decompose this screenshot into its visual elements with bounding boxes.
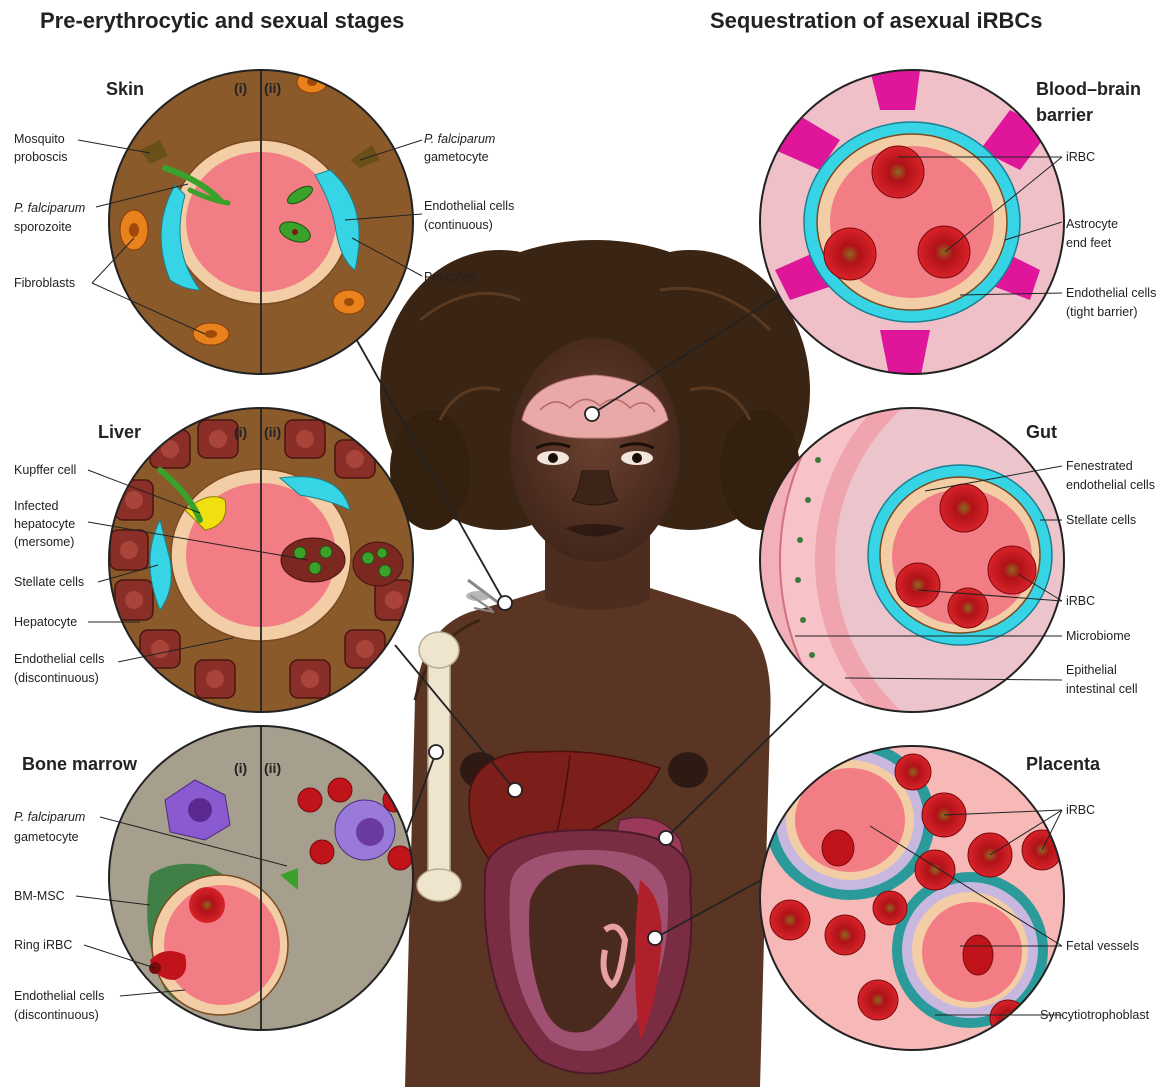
label-skin-endothelial-2: (continuous) (424, 217, 493, 233)
label-gut-irbc: iRBC (1066, 593, 1095, 609)
skin-panel (100, 60, 430, 390)
gut-panel (750, 300, 1171, 820)
label-infected-2: hepatocyte (14, 516, 75, 532)
label-liver-endothelial-2: (discontinuous) (14, 670, 99, 686)
label-epi-1: Epithelial (1066, 662, 1117, 678)
label-plac-irbc: iRBC (1066, 802, 1095, 818)
label-fibroblasts: Fibroblasts (14, 275, 75, 291)
label-infected-3: (mersome) (14, 534, 74, 550)
right-section-heading: Sequestration of asexual iRBCs (710, 8, 1043, 34)
bone-marrow-title: Bone marrow (22, 753, 137, 775)
bm-col-ii: (ii) (264, 760, 281, 776)
placenta-title: Placenta (1026, 753, 1100, 775)
label-fen-2: endothelial cells (1066, 477, 1155, 493)
liver-title: Liver (98, 421, 141, 443)
label-bbb-endo-2: (tight barrier) (1066, 304, 1138, 320)
label-astro-1: Astrocyte (1066, 216, 1118, 232)
skin-title: Skin (106, 78, 144, 100)
bm-col-i: (i) (234, 760, 247, 776)
label-skin-gametocyte-1: P. falciparum (424, 131, 495, 147)
label-bmmsc: BM-MSC (14, 888, 65, 904)
label-sporozoite-2: sporozoite (14, 219, 72, 235)
label-skin-endothelial-1: Endothelial cells (424, 198, 514, 214)
skin-col-i: (i) (234, 80, 247, 96)
label-fen-1: Fenestrated (1066, 458, 1133, 474)
bbb-title-line1: Blood–brain (1036, 78, 1141, 100)
label-bbb-irbc: iRBC (1066, 149, 1095, 165)
label-astro-2: end feet (1066, 235, 1111, 251)
label-bm-gametocyte-1: P. falciparum (14, 809, 85, 825)
label-bm-gametocyte-2: gametocyte (14, 829, 79, 845)
label-hepatocyte: Hepatocyte (14, 614, 77, 630)
right-areola (668, 752, 708, 788)
liver-panel (100, 400, 430, 730)
placenta-panel (750, 740, 1080, 1070)
label-bm-endothelial-1: Endothelial cells (14, 988, 104, 1004)
label-fetal-vessels: Fetal vessels (1066, 938, 1139, 954)
label-mosquito-2: proboscis (14, 149, 68, 165)
bbb-title-line2: barrier (1036, 104, 1093, 126)
label-bbb-endo-1: Endothelial cells (1066, 285, 1156, 301)
label-syncytiotrophoblast: Syncytiotrophoblast (1040, 1007, 1149, 1023)
label-liver-stellate: Stellate cells (14, 574, 84, 590)
label-bm-endothelial-2: (discontinuous) (14, 1007, 99, 1023)
label-liver-endothelial-1: Endothelial cells (14, 651, 104, 667)
label-microbiome: Microbiome (1066, 628, 1131, 644)
label-sporozoite-1: P. falciparum (14, 200, 85, 216)
skin-col-ii: (ii) (264, 80, 281, 96)
label-mosquito-1: Mosquito (14, 131, 65, 147)
label-kupffer: Kupffer cell (14, 462, 76, 478)
label-infected-1: Infected (14, 498, 58, 514)
human-figure (380, 240, 810, 1087)
label-gut-stellate: Stellate cells (1066, 512, 1136, 528)
liver-col-i: (i) (234, 424, 247, 440)
left-section-heading: Pre-erythrocytic and sexual stages (40, 8, 404, 34)
label-pericytes: Pericytes (424, 269, 475, 285)
label-epi-2: intestinal cell (1066, 681, 1138, 697)
liver-col-ii: (ii) (264, 424, 281, 440)
label-skin-gametocyte-2: gametocyte (424, 149, 489, 165)
label-ring-irbc: Ring iRBC (14, 937, 72, 953)
gut-title: Gut (1026, 421, 1057, 443)
